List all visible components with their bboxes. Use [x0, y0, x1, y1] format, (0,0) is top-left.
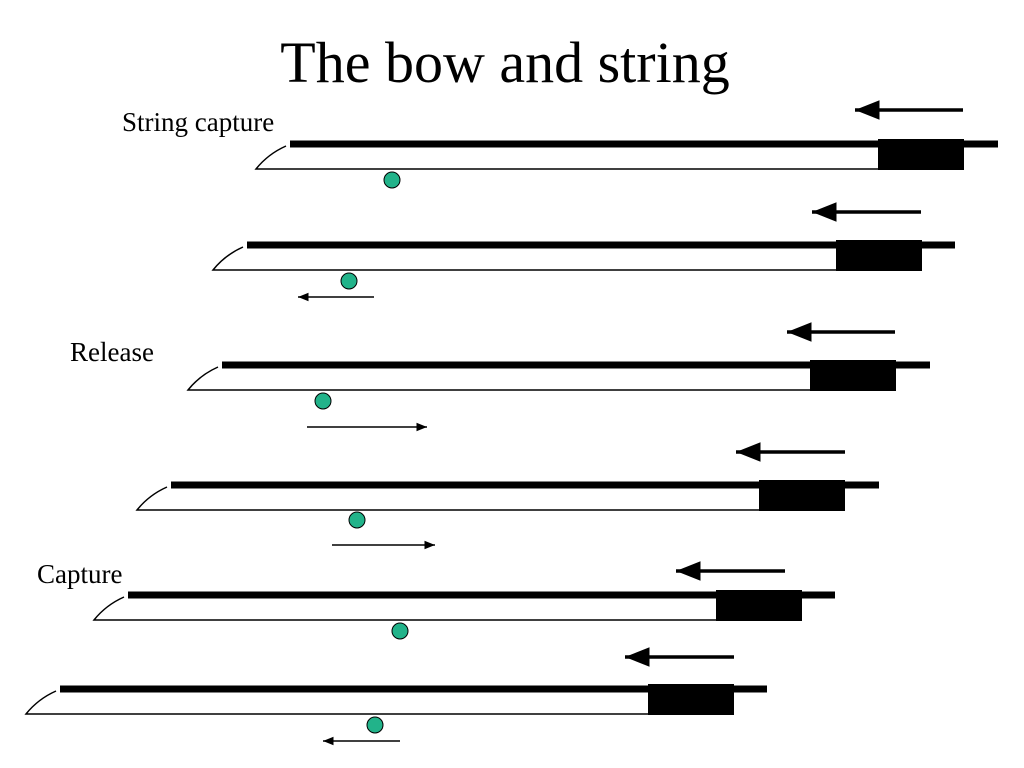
- bow-hair: [135, 486, 759, 511]
- bow-hair: [211, 246, 836, 271]
- bow-hair: [24, 690, 648, 715]
- bow-frame-1: [254, 100, 998, 189]
- string-point: [366, 716, 384, 734]
- bow-frog: [648, 684, 734, 715]
- string-point: [314, 392, 332, 410]
- bow-hair: [92, 596, 716, 621]
- string-point: [391, 622, 409, 640]
- string-point: [340, 272, 358, 290]
- bow-frog: [878, 139, 964, 170]
- bow-frame-5: [92, 561, 835, 640]
- string-point: [383, 171, 401, 189]
- label-capture: Capture: [37, 559, 123, 589]
- bow-frog: [810, 360, 896, 391]
- bow-hair: [186, 366, 810, 391]
- label-release: Release: [70, 337, 154, 367]
- bow-frog: [759, 480, 845, 511]
- bow-frog: [836, 240, 922, 271]
- label-string-capture: String capture: [122, 107, 275, 137]
- bow-frame-4: [135, 442, 879, 550]
- bow-frog: [716, 590, 802, 621]
- slide-title: The bow and string: [280, 30, 730, 95]
- bow-frame-2: [211, 202, 955, 302]
- bow-frame-3: [186, 322, 930, 432]
- string-point: [348, 511, 366, 529]
- bow-hair: [254, 145, 878, 170]
- bow-frame-6: [24, 647, 767, 746]
